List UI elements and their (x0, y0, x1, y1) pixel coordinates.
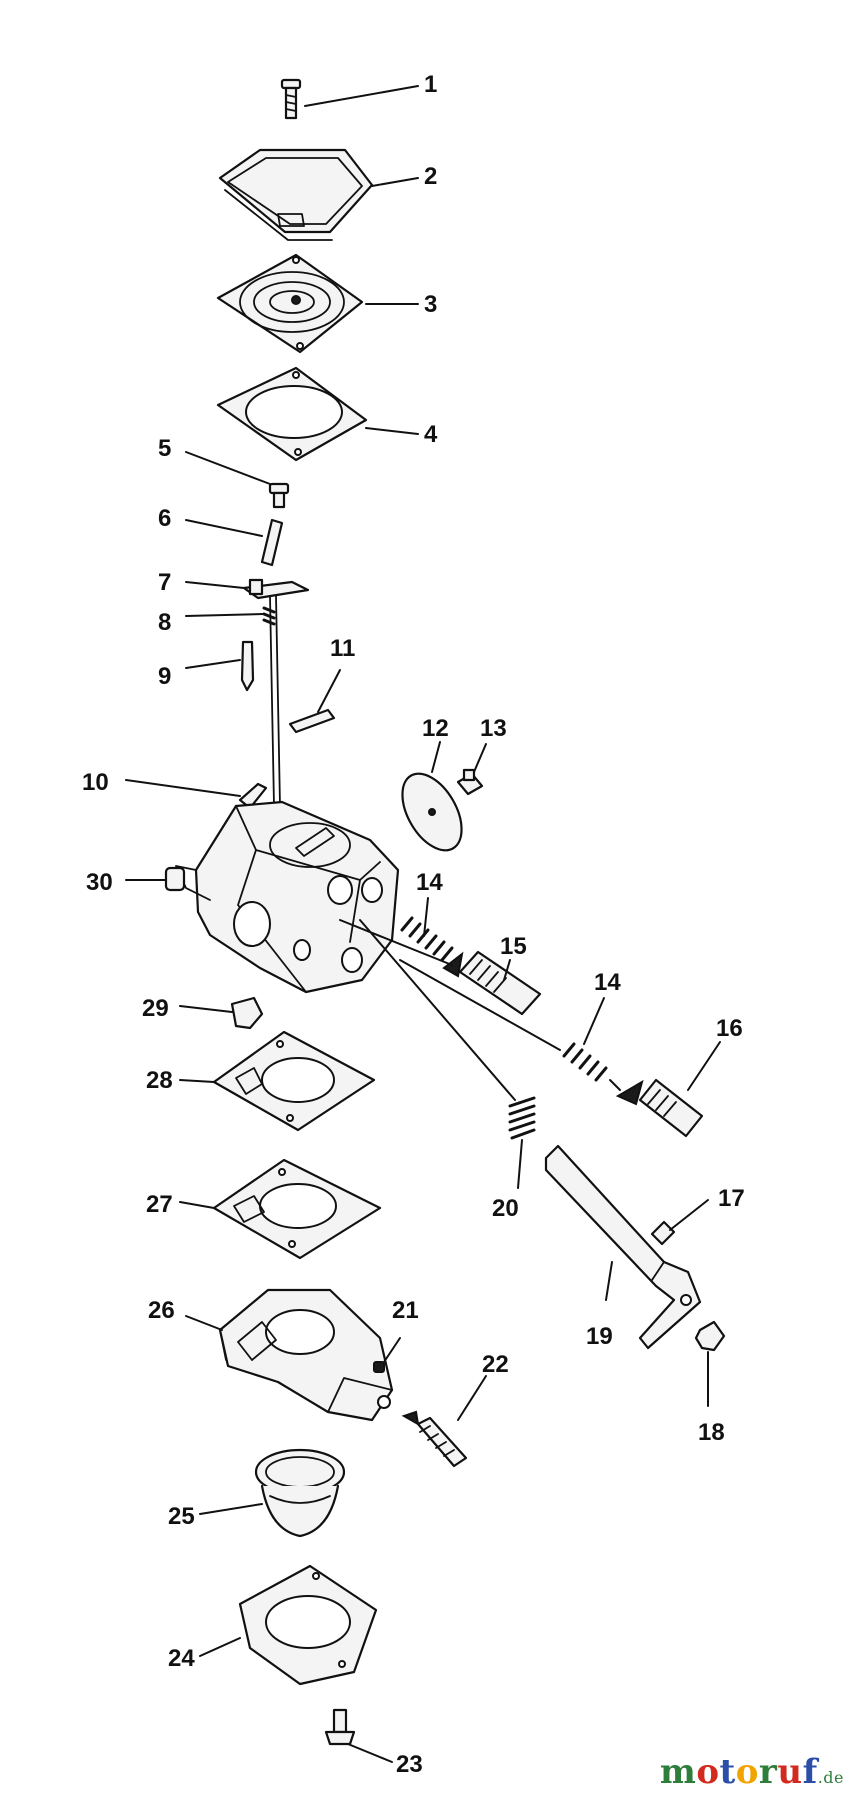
callout-30: 30 (86, 869, 113, 896)
leader-lines (125, 85, 721, 1763)
part-14-spring-a (400, 916, 454, 962)
callout-1: 1 (424, 71, 437, 98)
part-2-cover (218, 148, 374, 241)
brand-logo[interactable]: motoruf.de (660, 1752, 844, 1792)
part-24-flange (238, 1564, 378, 1686)
brand-tld: .de (817, 1768, 844, 1787)
part-28-gasket (212, 1030, 376, 1132)
callout-13: 13 (480, 715, 507, 742)
part-17-screw (650, 1220, 676, 1246)
part-11-strip (288, 708, 336, 734)
callout-9: 9 (158, 663, 171, 690)
callout-19: 19 (586, 1323, 613, 1350)
callout-20: 20 (492, 1195, 519, 1222)
callout-14-b: 14 (594, 969, 621, 996)
part-21-plug (373, 1361, 385, 1373)
part-23-screw (324, 1708, 356, 1746)
callout-16: 16 (716, 1015, 743, 1042)
callout-27: 27 (146, 1191, 173, 1218)
callout-2: 2 (424, 163, 437, 190)
callout-29: 29 (142, 995, 169, 1022)
callout-14-a: 14 (416, 869, 443, 896)
part-19-lever (544, 1144, 702, 1350)
brand-letter-3: t (719, 1752, 736, 1792)
part-9-needle (240, 640, 255, 692)
callout-labels: 1 2 3 4 5 6 7 8 9 10 11 12 13 30 14 15 1… (82, 71, 745, 1778)
part-1-screw (280, 78, 302, 120)
part-5-screw (268, 482, 290, 509)
callout-18: 18 (698, 1419, 725, 1446)
callout-5: 5 (158, 435, 171, 462)
callout-26: 26 (148, 1297, 175, 1324)
part-29-cap (230, 996, 264, 1030)
callout-21: 21 (392, 1297, 419, 1324)
part-22-screw (401, 1410, 468, 1468)
part-16-needle (399, 959, 704, 1138)
callout-10: 10 (82, 769, 109, 796)
part-18-nut (694, 1320, 726, 1352)
part-26-lower-body (218, 1288, 394, 1422)
part-4-gasket (216, 366, 368, 462)
callout-24: 24 (168, 1645, 195, 1672)
callout-6: 6 (158, 505, 171, 532)
callout-22: 22 (482, 1351, 509, 1378)
part-27-diaphragm (212, 1158, 382, 1260)
carburetor-body (175, 800, 400, 994)
callout-11: 11 (330, 635, 355, 662)
part-20-spring (359, 919, 536, 1140)
callout-15: 15 (500, 933, 527, 960)
part-14-spring-b (562, 1042, 608, 1082)
brand-letter-7: f (802, 1752, 818, 1792)
brand-letter-4: o (735, 1752, 759, 1792)
callout-8: 8 (158, 609, 171, 636)
part-12-disc (401, 772, 463, 852)
part-8-spring (262, 606, 276, 626)
callout-4: 4 (424, 421, 438, 448)
callout-7: 7 (158, 569, 171, 596)
brand-letter-5: r (758, 1752, 778, 1792)
part-6-pin (260, 518, 284, 567)
part-7-lever (242, 578, 310, 807)
callout-28: 28 (146, 1067, 173, 1094)
brand-letter-2: o (696, 1752, 720, 1792)
part-30-plug (164, 866, 186, 892)
callout-17: 17 (718, 1185, 745, 1212)
callout-3: 3 (424, 291, 437, 318)
part-25-primer-bulb (254, 1448, 346, 1538)
part-15-needle (339, 919, 542, 1016)
brand-letter-6: u (777, 1752, 803, 1792)
part-13-screw (456, 768, 484, 796)
part-3-diaphragm (216, 253, 364, 354)
callout-12: 12 (422, 715, 449, 742)
callout-25: 25 (168, 1503, 195, 1530)
callout-23: 23 (396, 1751, 423, 1778)
brand-letter-1: m (659, 1752, 697, 1792)
